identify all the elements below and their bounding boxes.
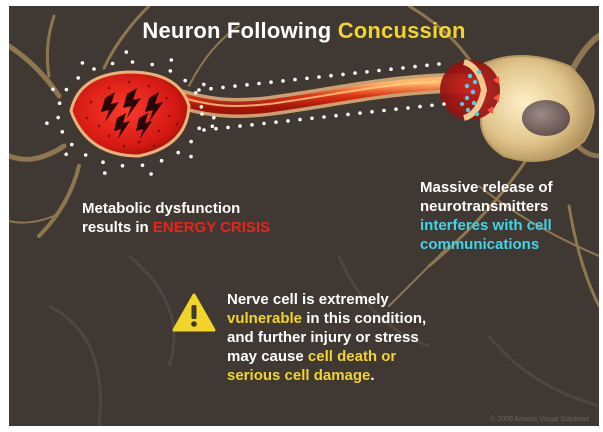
warning-line-2-rest: in this condition,	[306, 310, 426, 327]
warning-line-4-prefix: may cause	[227, 348, 304, 365]
diagram-frame: Neuron Following Concussion Metabolic dy…	[9, 6, 599, 426]
neurotransmitter-line-3: interferes with cell	[420, 216, 553, 235]
metabolic-caption: Metabolic dysfunction results in ENERGY …	[82, 199, 270, 237]
warning-triangle-icon	[172, 293, 216, 333]
energy-crisis-label: ENERGY CRISIS	[153, 219, 270, 236]
neurotransmitter-caption: Massive release of neurotransmitters int…	[420, 178, 553, 254]
neurotransmitter-line-4: communications	[420, 235, 553, 254]
metabolic-line-2-prefix: results in	[82, 219, 149, 236]
warning-line-2: vulnerable in this condition,	[227, 309, 426, 328]
warning-line-3: and further injury or stress	[227, 328, 426, 347]
neurotransmitter-line-2: neurotransmitters	[420, 197, 553, 216]
diagram-title: Neuron Following Concussion	[9, 18, 599, 44]
cell-damage-label: serious cell damage	[227, 367, 370, 384]
warning-line-1: Nerve cell is extremely	[227, 290, 426, 309]
cell-death-label: cell death or	[308, 348, 396, 365]
title-prefix: Neuron Following	[142, 18, 331, 43]
warning-caption: Nerve cell is extremely vulnerable in th…	[227, 290, 426, 385]
copyright-notice: © 2009 Amicus Visual Solutions	[490, 416, 589, 423]
neurotransmitter-line-1: Massive release of	[420, 178, 553, 197]
warning-line-5-rest: .	[370, 367, 374, 384]
warning-line-5: serious cell damage.	[227, 366, 426, 385]
vulnerable-label: vulnerable	[227, 310, 302, 327]
metabolic-line-2: results in ENERGY CRISIS	[82, 218, 270, 237]
warning-line-4: may cause cell death or	[227, 347, 426, 366]
title-highlight: Concussion	[338, 18, 466, 43]
metabolic-line-1: Metabolic dysfunction	[82, 199, 270, 218]
